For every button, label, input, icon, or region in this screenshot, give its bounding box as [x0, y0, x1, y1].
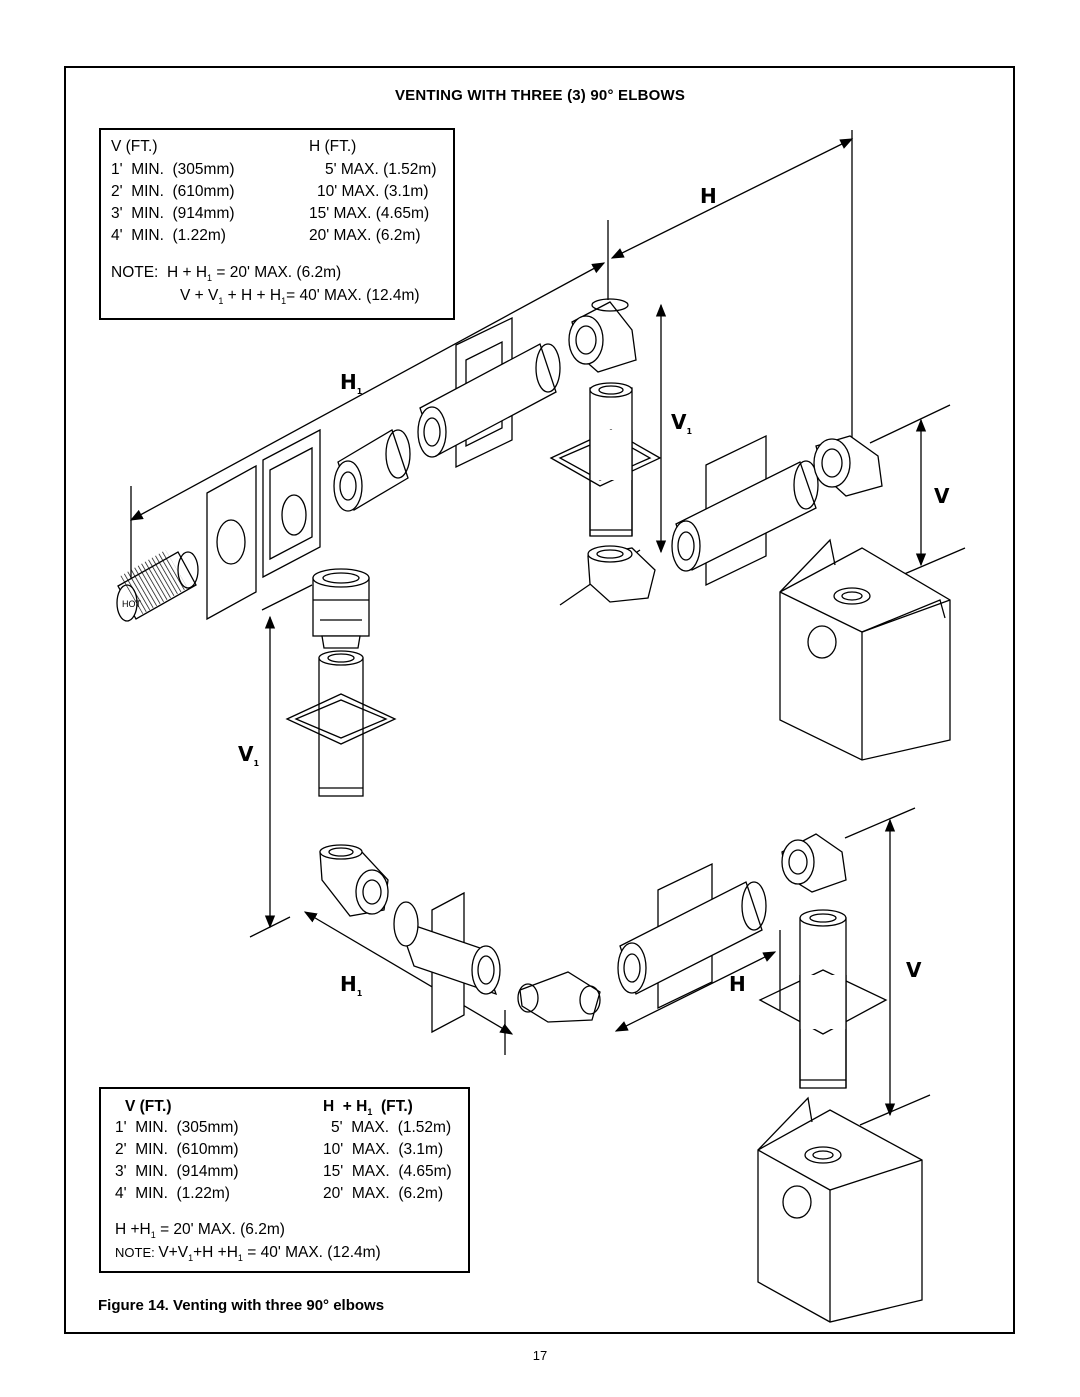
- bottom-note-line2: NOTE: V+V1+H +H1 = 40' MAX. (12.4m): [115, 1244, 381, 1264]
- label-v1-bottom: V1: [238, 742, 260, 768]
- label-h1-top: H1: [340, 370, 363, 396]
- top-row-h: 10' MAX. (3.1m): [317, 183, 429, 200]
- vent-pipe-bottom-v: [758, 909, 888, 1089]
- vent-pipe-top-h1-a: [333, 429, 411, 512]
- figure-caption: Figure 14. Venting with three 90° elbows: [98, 1297, 385, 1314]
- top-dimension-table: V (FT.) H (FT.) 1' MIN. (305mm) 5' MAX. …: [99, 128, 455, 320]
- vent-pipe-bottom-h1: [393, 901, 501, 996]
- top-row-v: 3' MIN. (914mm): [111, 205, 235, 222]
- dimension-h1-bottom: [303, 911, 514, 1055]
- elbow-bottom-3: [781, 833, 847, 893]
- dimension-v-top: [869, 404, 966, 579]
- label-h-top: H: [700, 184, 717, 208]
- dimension-v-bottom: [844, 807, 931, 1126]
- bottom-col2-header: H + H1 (FT.): [323, 1098, 413, 1118]
- appliance-top: [779, 538, 951, 761]
- label-h1-bottom: H1: [340, 972, 363, 998]
- label-v1-top: V1: [671, 410, 693, 436]
- top-row-v: 1' MIN. (305mm): [111, 161, 235, 178]
- label-h-bottom: H: [729, 972, 746, 996]
- vent-pipe-bottom-h: [617, 881, 767, 995]
- wall-plate-terminal: [206, 464, 257, 621]
- top-row-v: 4' MIN. (1.22m): [111, 227, 226, 244]
- top-col2-header: H (FT.): [309, 138, 357, 155]
- elbow-top-1: [568, 298, 637, 373]
- bottom-row-h: 5' MAX. (1.52m): [331, 1119, 452, 1136]
- bottom-row-h: 15' MAX. (4.65m): [323, 1163, 452, 1180]
- dimension-h1-top: [129, 262, 606, 580]
- vertical-termination-cap: [312, 568, 370, 649]
- top-row-h: 5' MAX. (1.52m): [325, 161, 437, 178]
- bottom-col1-header: V (FT.): [125, 1098, 172, 1115]
- top-col1-header: V (FT.): [111, 138, 158, 155]
- page-number: 17: [532, 1348, 548, 1363]
- top-note-line1: NOTE: H + H1 = 20' MAX. (6.2m): [111, 264, 342, 284]
- figure-title: VENTING WITH THREE (3) 90° ELBOWS: [394, 87, 686, 104]
- top-row-h: 15' MAX. (4.65m): [309, 205, 430, 222]
- dimension-v1-bottom: [249, 584, 313, 938]
- bottom-row-v: 2' MIN. (610mm): [115, 1141, 239, 1158]
- bottom-row-v: 4' MIN. (1.22m): [115, 1185, 230, 1202]
- bottom-row-v: 3' MIN. (914mm): [115, 1163, 239, 1180]
- wall-thimble-1: [262, 428, 321, 579]
- bottom-row-v: 1' MIN. (305mm): [115, 1119, 239, 1136]
- appliance-bottom: [757, 1096, 923, 1323]
- vent-pipe-top-v1: [549, 382, 662, 537]
- label-v-top: V: [934, 484, 950, 508]
- elbow-bottom-1: [319, 844, 389, 917]
- top-row-v: 2' MIN. (610mm): [111, 183, 235, 200]
- dimension-h-top: [607, 130, 854, 440]
- bottom-note-line1: H +H1 = 20' MAX. (6.2m): [115, 1221, 285, 1241]
- elbow-top-2: [587, 545, 656, 603]
- vent-pipe-top-h: [671, 460, 819, 572]
- label-v-bottom: V: [906, 958, 922, 982]
- hot-label: HOT: [122, 599, 142, 609]
- vent-pipe-bottom-v1: [285, 650, 397, 797]
- dimension-h-bottom: [614, 930, 781, 1032]
- figure-frame: [64, 66, 1015, 1334]
- horizontal-termination-cap: HOT: [116, 549, 199, 622]
- bottom-row-h: 10' MAX. (3.1m): [323, 1141, 444, 1158]
- elbow-bottom-2: [517, 971, 601, 1023]
- top-note-line2: V + V1 + H + H1= 40' MAX. (12.4m): [180, 287, 420, 307]
- bottom-dimension-table: V (FT.) H + H1 (FT.) 1' MIN. (305mm) 5' …: [99, 1087, 470, 1273]
- elbow-top-3: [813, 435, 883, 497]
- vent-pipe-top-h1-b: [417, 343, 561, 458]
- bottom-row-h: 20' MAX. (6.2m): [323, 1185, 444, 1202]
- top-row-h: 20' MAX. (6.2m): [309, 227, 421, 244]
